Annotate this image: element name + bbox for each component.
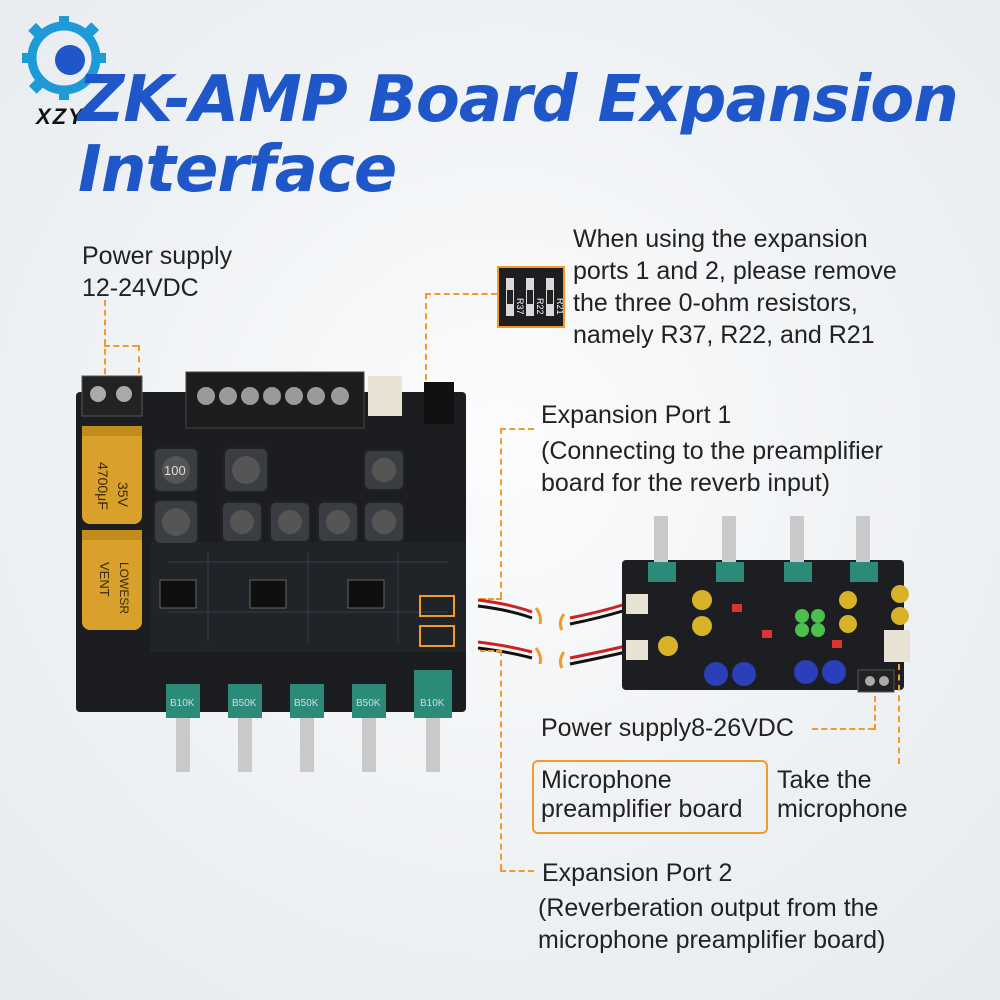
expansion-port-2-title: Expansion Port 2 (542, 859, 733, 887)
take-mic-line1: Take the (777, 766, 872, 794)
expansion-port-1-line2: (Connecting to the preamplifier (541, 437, 883, 465)
resistor-r22: R22 (535, 298, 545, 315)
gear-logo-icon (22, 16, 106, 100)
expansion-port-2-label: Expansion Port 2 (Reverberation output f… (538, 857, 885, 956)
capacitor2-line1: VENT (97, 562, 112, 597)
capacitor1-line2: 35V (115, 482, 131, 508)
resistor-note: When using the expansion ports 1 and 2, … (573, 223, 897, 351)
knob-label-5: B10K (420, 698, 445, 709)
connection-cables (477, 598, 627, 669)
mic-board-label: Microphone preamplifier board (541, 766, 743, 824)
knob-label-1: B10K (170, 698, 195, 709)
main-amp-board: 4700μF 35V VENT LOWESR 100 B10K B50K B50… (76, 371, 466, 772)
take-mic-label: Take the microphone (777, 766, 908, 824)
resistor-r21: R21 (555, 298, 563, 315)
expansion-port-1-label: Expansion Port 1 (Connecting to the prea… (541, 399, 883, 499)
callout-line-resistor-h (425, 293, 497, 295)
callout-line-port2-v (500, 650, 502, 870)
knob-label-2: B50K (232, 698, 257, 709)
mic-board-label-box (532, 760, 768, 834)
expansion-port-2-line2: (Reverberation output from the (538, 894, 879, 922)
take-mic-line2: microphone (777, 795, 908, 823)
callout-line-port1-h (500, 428, 534, 430)
power-supply-main-line2: 12-24VDC (82, 274, 199, 302)
knob-label-4: B50K (356, 698, 381, 709)
page-title-line2: Interface (78, 133, 397, 207)
capacitor-4700uf (82, 426, 142, 524)
resistor-note-line3: the three 0-ohm resistors, (573, 289, 858, 317)
callout-line-power (104, 300, 106, 384)
callout-line-port2-h2 (480, 650, 502, 652)
expansion-port-1-title: Expansion Port 1 (541, 401, 732, 429)
callout-line-port1-h2 (480, 598, 502, 600)
power-supply-main-line1: Power supply (82, 242, 233, 270)
logo: XZY (14, 8, 114, 129)
main-board-knobs (166, 670, 452, 772)
callout-line-power-right (138, 345, 140, 385)
knob-label-3: B50K (294, 698, 319, 709)
power-supply-mic-label: Power supply8-26VDC (541, 714, 794, 742)
logo-text: XZY (36, 104, 85, 129)
mic-board-line2: preamplifier board (541, 795, 743, 823)
callout-line-mic-power-v (874, 696, 876, 730)
mic-preamp-board (622, 516, 910, 693)
resistor-chip: R37 R22 R21 (497, 266, 565, 328)
capacitor2-line2: LOWESR (117, 562, 131, 614)
callout-line-port1-v (500, 428, 502, 598)
callout-line-port2-h (500, 870, 534, 872)
callout-line-mic-power-h (812, 728, 874, 730)
capacitor1-line1: 4700μF (95, 462, 111, 510)
resistor-note-line2: ports 1 and 2, please remove (573, 257, 897, 285)
expansion-port-1-line3: board for the reverb input) (541, 469, 831, 497)
callout-line-take-mic (898, 664, 900, 764)
resistor-note-line4: namely R37, R22, and R21 (573, 321, 875, 349)
resistor-r37: R37 (515, 298, 525, 315)
page-title-line1: ZK-AMP Board Expansion (78, 63, 959, 137)
resistor-note-line1: When using the expansion (573, 225, 868, 253)
inductor-label: 100 (164, 463, 186, 478)
expansion-port-2-line3: microphone preamplifier board) (538, 926, 886, 954)
capacitor-lowesr (82, 530, 142, 630)
callout-line-power-top (104, 345, 138, 347)
power-supply-main-label: Power supply 12-24VDC (82, 240, 232, 304)
mic-board-line1: Microphone (541, 766, 672, 794)
